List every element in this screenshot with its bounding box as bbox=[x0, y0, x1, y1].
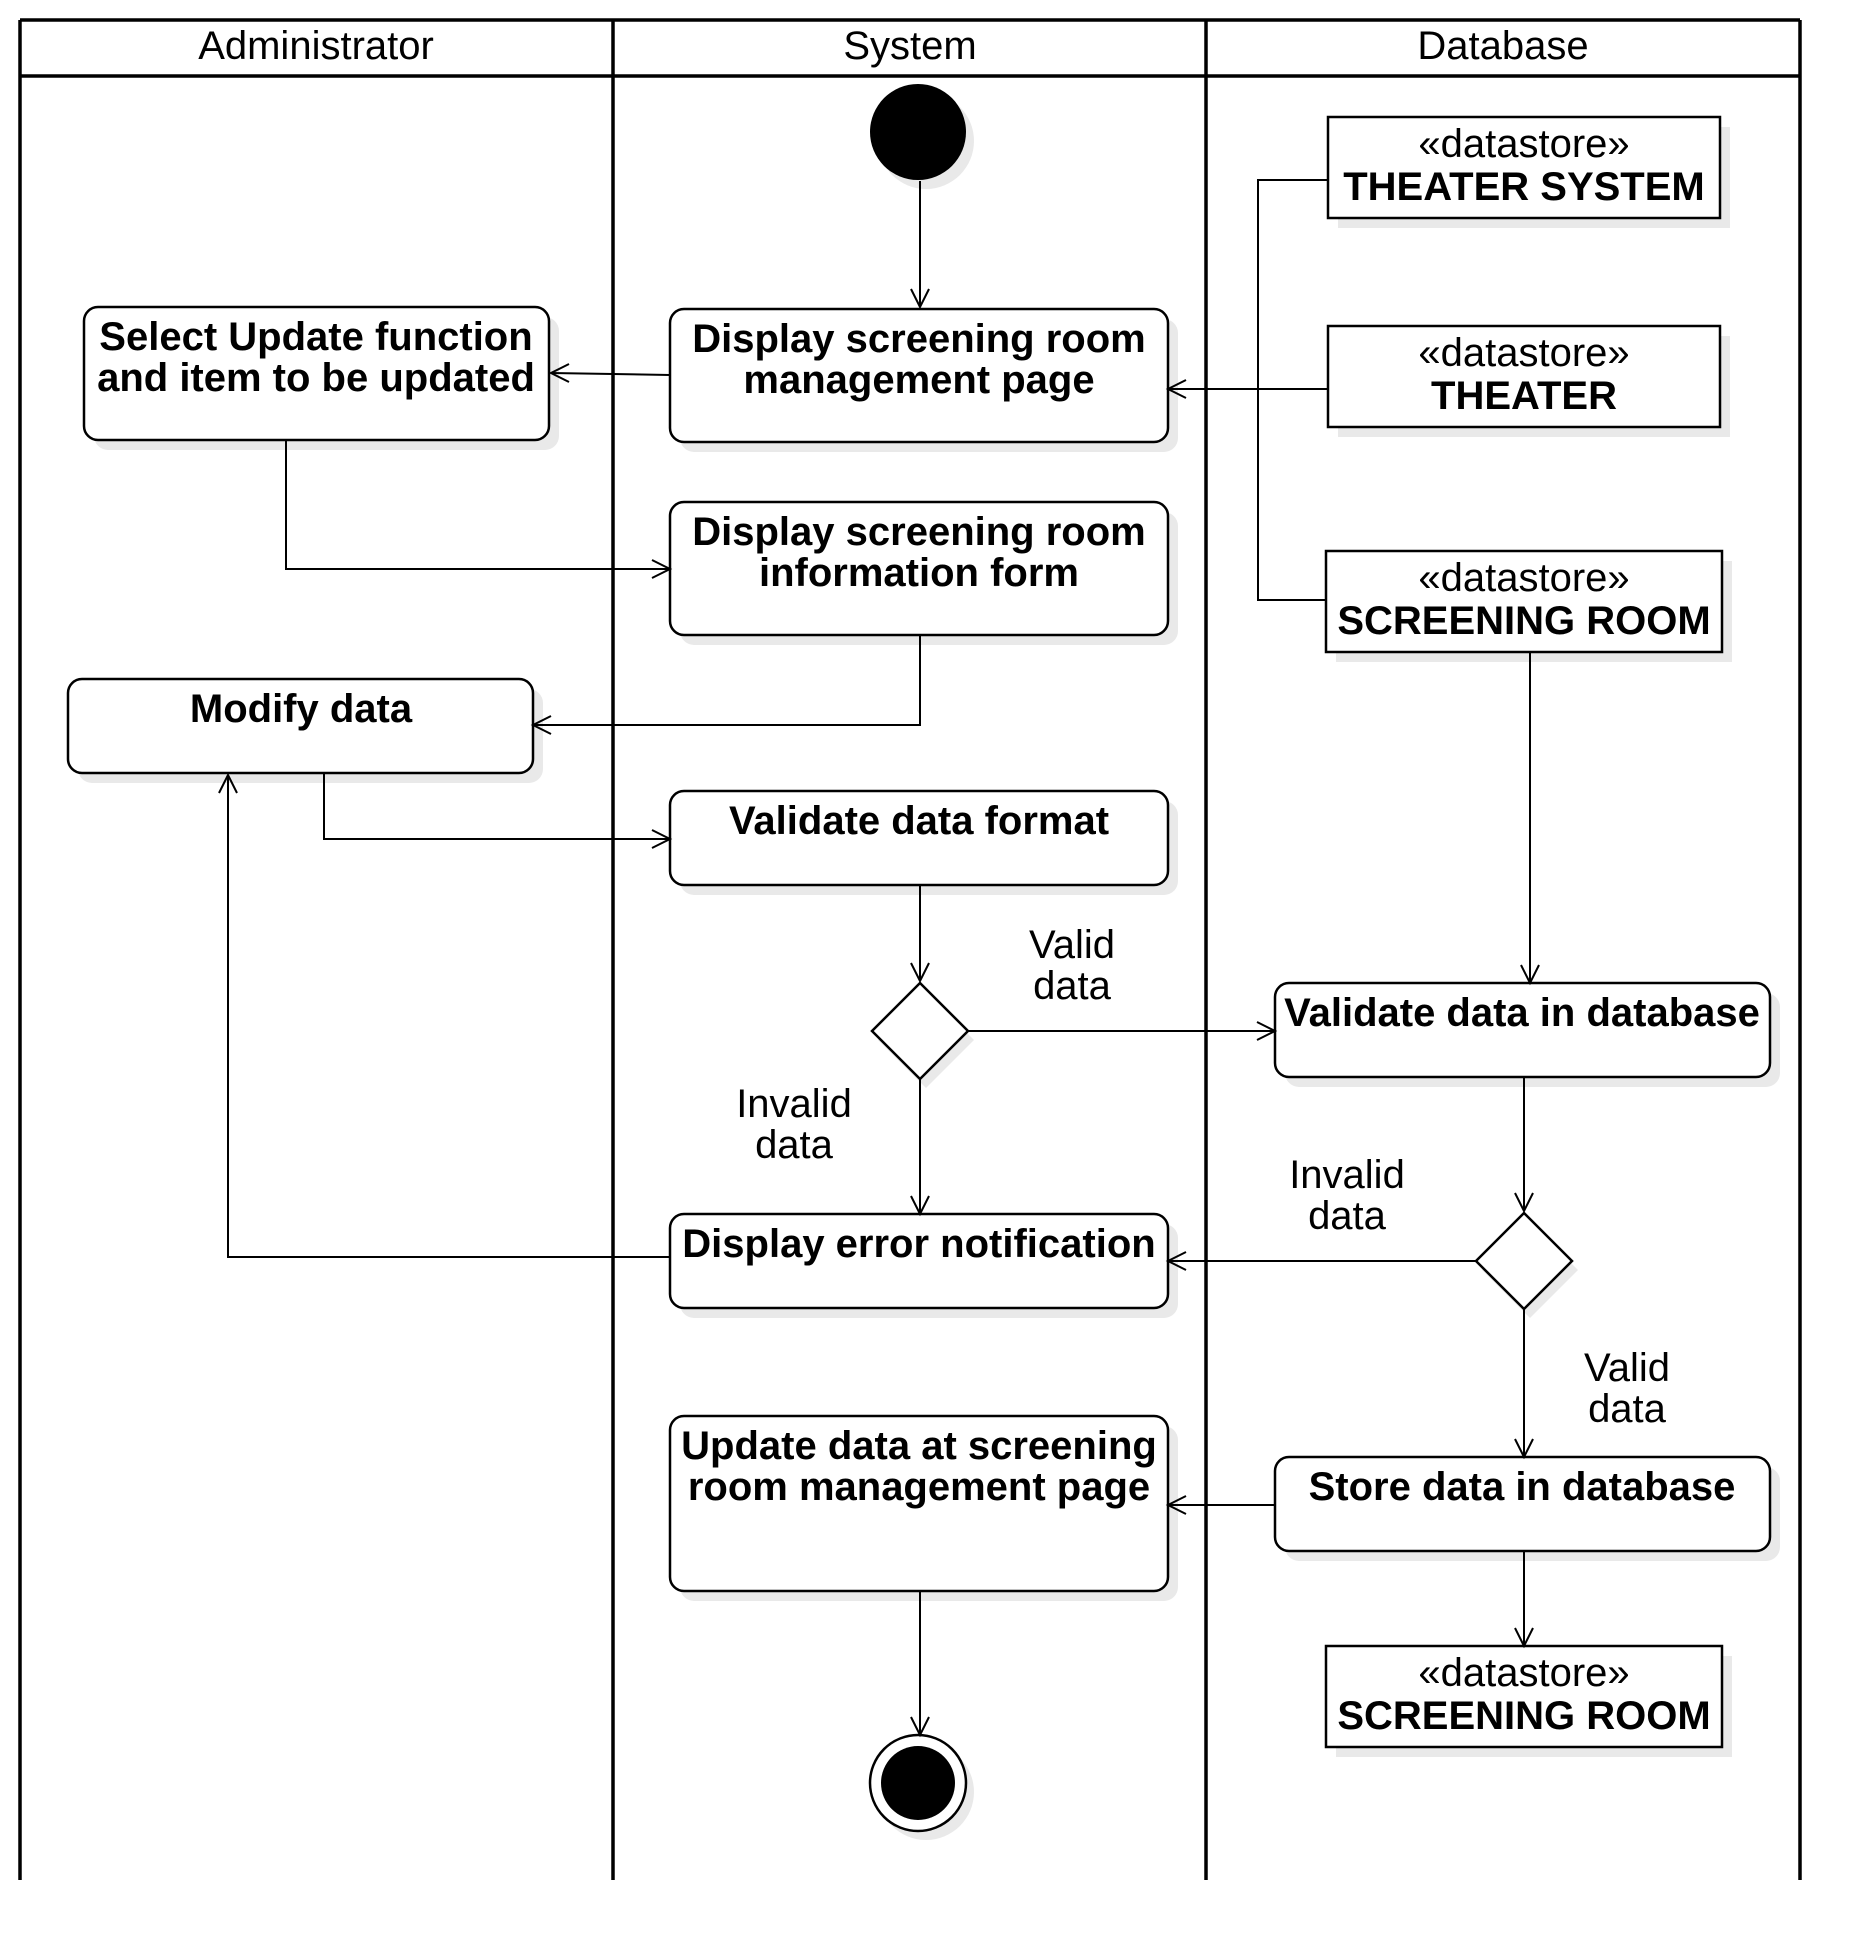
edge-select-update-to-info-form-arrow bbox=[651, 559, 673, 579]
edge-info-form-to-modify-data bbox=[533, 635, 921, 726]
datastore-screening-room-2-name: SCREENING ROOM bbox=[1337, 1694, 1710, 1738]
action-select-update-line-1: Select Update function bbox=[99, 315, 532, 359]
guard-invalid-1: Invalid data bbox=[736, 1082, 852, 1167]
lane-title-administrator: Administrator bbox=[198, 24, 434, 68]
lane-title-system: System bbox=[843, 24, 976, 68]
swimlanes: Administrator System Database bbox=[18, 18, 1802, 1880]
edge-select-update-to-info-form bbox=[285, 440, 670, 570]
action-select-update: Select Update function and item to be up… bbox=[82, 305, 559, 450]
edge-store-to-update-page-arrow bbox=[1165, 1495, 1187, 1515]
action-modify-data: Modify data bbox=[66, 677, 543, 783]
datastore-theater: «datastore» THEATER bbox=[1326, 324, 1730, 437]
edge-screening-room-to-validate-database-arrow bbox=[1520, 964, 1540, 986]
edge-decision-to-validate-database-arrow bbox=[1256, 1021, 1278, 1041]
action-validate-data-format-label: Validate data format bbox=[729, 799, 1109, 843]
action-update-data-at-page-line-1: Update data at screening bbox=[681, 1424, 1157, 1468]
guard-valid-2-line-1: Valid bbox=[1584, 1346, 1670, 1390]
datastore-theater-name: THEATER bbox=[1431, 374, 1617, 418]
edge-update-page-to-final-arrow bbox=[910, 1716, 930, 1738]
guard-invalid-2: Invalid data bbox=[1289, 1153, 1405, 1238]
guard-invalid-2-line-2: data bbox=[1308, 1194, 1387, 1238]
datastore-screening-room-2-stereotype: «datastore» bbox=[1418, 1651, 1629, 1695]
guard-valid-1-line-1: Valid bbox=[1029, 923, 1115, 967]
edge-store-to-screening-room-arrow bbox=[1514, 1627, 1534, 1649]
edge-modify-data-to-validate-format-arrow bbox=[651, 829, 673, 849]
edge-management-page-to-select-update bbox=[550, 372, 671, 376]
edge-database-decision-to-display-error-arrow bbox=[1165, 1251, 1187, 1271]
edge-display-error-to-modify-data-arrow bbox=[218, 772, 238, 794]
final-node-dot bbox=[881, 1746, 955, 1820]
action-validate-data-format: Validate data format bbox=[668, 789, 1178, 895]
action-store-data-in-database-label: Store data in database bbox=[1309, 1465, 1736, 1509]
datastore-theater-system-name: THEATER SYSTEM bbox=[1343, 165, 1705, 209]
datastore-screening-room-1: «datastore» SCREENING ROOM bbox=[1324, 549, 1732, 662]
edge-database-decision-to-store-arrow bbox=[1514, 1438, 1534, 1460]
lane-title-database: Database bbox=[1417, 24, 1588, 68]
action-display-error-notification-label: Display error notification bbox=[682, 1222, 1155, 1266]
edge-info-form-to-modify-data-arrow bbox=[530, 715, 552, 735]
action-display-error-notification: Display error notification bbox=[668, 1212, 1178, 1318]
datastore-theater-stereotype: «datastore» bbox=[1418, 331, 1629, 375]
initial-node-dot bbox=[870, 84, 966, 180]
guard-invalid-1-line-2: data bbox=[755, 1123, 834, 1167]
edge-management-page-to-select-update-arrow bbox=[548, 363, 570, 383]
guard-valid-1: Valid data bbox=[1029, 923, 1115, 1008]
initial-node bbox=[870, 84, 974, 189]
action-validate-data-in-database-label: Validate data in database bbox=[1284, 991, 1760, 1035]
action-update-data-at-page-line-2: room management page bbox=[688, 1465, 1150, 1509]
edge-theater-to-management-page-arrow bbox=[1165, 379, 1187, 399]
final-node bbox=[868, 1733, 974, 1840]
edge-validate-format-to-decision-arrow bbox=[910, 962, 930, 984]
guard-invalid-1-line-1: Invalid bbox=[736, 1082, 852, 1126]
datastore-screening-room-1-name: SCREENING ROOM bbox=[1337, 599, 1710, 643]
action-display-management-page: Display screening room management page bbox=[668, 307, 1178, 452]
edge-display-error-to-modify-data bbox=[227, 775, 670, 1258]
action-display-information-form: Display screening room information form bbox=[668, 500, 1178, 645]
edge-validate-database-to-decision-arrow bbox=[1514, 1192, 1534, 1214]
action-update-data-at-page: Update data at screening room management… bbox=[668, 1414, 1178, 1601]
action-display-information-form-line-2: information form bbox=[759, 551, 1079, 595]
action-validate-data-in-database: Validate data in database bbox=[1273, 981, 1780, 1087]
guard-invalid-2-line-1: Invalid bbox=[1289, 1153, 1405, 1197]
action-display-management-page-line-1: Display screening room bbox=[692, 317, 1145, 361]
action-modify-data-label: Modify data bbox=[190, 687, 413, 731]
datastore-theater-system-stereotype: «datastore» bbox=[1418, 122, 1629, 166]
guard-valid-1-line-2: data bbox=[1033, 964, 1112, 1008]
action-select-update-line-2: and item to be updated bbox=[97, 356, 535, 400]
action-display-information-form-line-1: Display screening room bbox=[692, 510, 1145, 554]
datastore-screening-room-2: «datastore» SCREENING ROOM bbox=[1324, 1644, 1732, 1757]
decision-node-format bbox=[870, 981, 974, 1088]
datastore-theater-system: «datastore» THEATER SYSTEM bbox=[1326, 115, 1730, 228]
action-store-data-in-database: Store data in database bbox=[1273, 1455, 1780, 1561]
edge-start-to-management-page-arrow bbox=[910, 288, 930, 310]
edge-decision-to-display-error-arrow bbox=[910, 1195, 930, 1217]
guard-valid-2-line-2: data bbox=[1588, 1387, 1667, 1431]
edge-modify-data-to-validate-format bbox=[323, 773, 670, 840]
edges bbox=[218, 179, 1540, 1738]
datastore-screening-room-1-stereotype: «datastore» bbox=[1418, 556, 1629, 600]
action-display-management-page-line-2: management page bbox=[743, 358, 1094, 402]
guard-valid-2: Valid data bbox=[1584, 1346, 1670, 1431]
decision-node-database bbox=[1474, 1211, 1578, 1318]
